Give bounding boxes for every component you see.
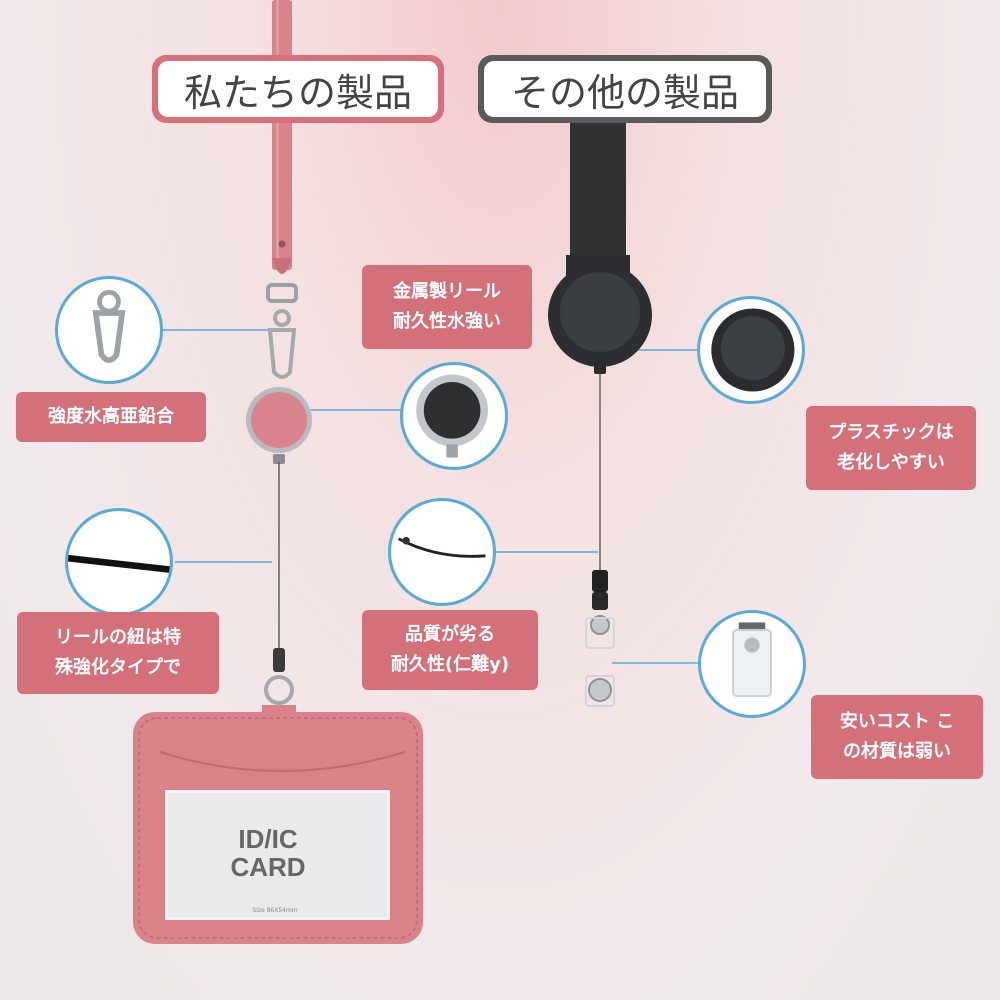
callout-zinc-alloy: 強度水高亜鉛合: [16, 392, 206, 442]
callout-poor-quality: 品質が劣る 耐久性(仁難y): [362, 610, 538, 690]
detail-circle-hook: [55, 276, 163, 384]
callout-metal-reel-line2: 耐久性水強い: [393, 311, 501, 332]
card-holder: ID/IC CARD Size 86X54mm: [133, 705, 423, 944]
card-label-line2: CARD: [230, 852, 305, 882]
callout-poor-quality-line2: 耐久性(仁難y): [390, 654, 510, 675]
tab-our-product: 私たちの製品: [152, 55, 444, 123]
callout-cheap-cost-line2: の材質は弱い: [843, 741, 951, 762]
card-label-line1: ID/IC: [238, 824, 297, 854]
detail-circle-clip: [698, 610, 806, 718]
callout-special-cord: リールの紐は特 殊強化タイプで: [17, 612, 219, 694]
cord-icon: [68, 554, 170, 573]
tab-our-product-label: 私たちの製品: [158, 61, 438, 117]
callout-metal-reel-line1: 金属製リール: [393, 281, 501, 302]
callout-zinc-alloy-text: 強度水高亜鉛合: [48, 406, 174, 427]
callout-cheap-cost: 安いコスト こ の材質は弱い: [811, 695, 983, 779]
callout-plastic: プラスチックは 老化しやすい: [806, 406, 976, 490]
detail-circle-thin-cord: [388, 498, 496, 606]
callout-poor-quality-line1: 品質が劣る: [405, 624, 495, 645]
detail-circle-cord: [65, 508, 173, 616]
callout-special-cord-line2: 殊強化タイプで: [55, 657, 181, 678]
hook-icon: [92, 289, 126, 364]
tab-other-product: その他の製品: [478, 55, 772, 123]
detail-circle-plastic-reel: [697, 296, 805, 404]
detail-circle-metal-reel: [400, 362, 508, 470]
card-size-note: Size 86X54mm: [252, 907, 297, 914]
plastic-reel-icon: [711, 308, 795, 392]
tab-other-product-label: その他の製品: [484, 61, 766, 117]
callout-special-cord-line1: リールの紐は特: [55, 627, 181, 648]
metal-reel-icon: [416, 374, 488, 458]
black-lanyard: [548, 100, 652, 707]
clip-icon: [732, 622, 772, 698]
callout-metal-reel: 金属製リール 耐久性水強い: [362, 265, 532, 349]
thin-cord-icon: [397, 536, 486, 558]
callout-plastic-line1: プラスチックは: [828, 422, 954, 443]
callout-cheap-cost-line1: 安いコスト こ: [839, 711, 955, 732]
callout-plastic-line2: 老化しやすい: [837, 452, 945, 473]
